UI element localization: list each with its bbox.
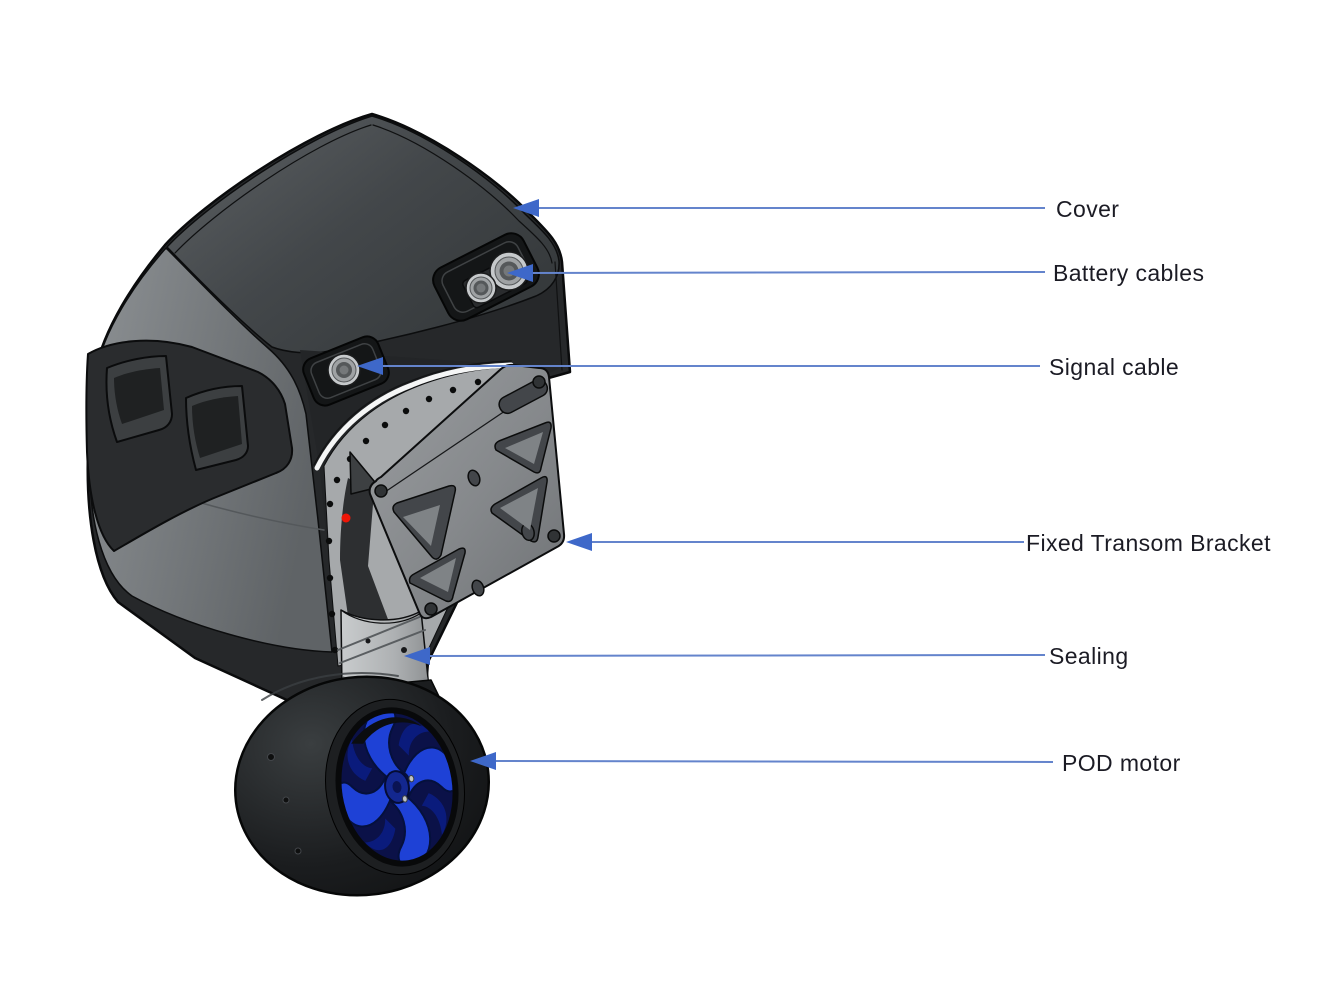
callout-label: POD motor bbox=[1062, 750, 1181, 776]
handle-window-inner bbox=[114, 368, 164, 424]
battery-gland-large bbox=[490, 252, 528, 290]
callout-sealing: Sealing bbox=[404, 643, 1129, 669]
callout-arrowhead bbox=[357, 357, 383, 375]
red-indicator-dot bbox=[341, 513, 351, 523]
hub-screw bbox=[409, 775, 415, 782]
callout-label: Fixed Transom Bracket bbox=[1026, 530, 1271, 556]
callout-arrowhead bbox=[404, 647, 430, 665]
sealing-seam bbox=[340, 630, 425, 663]
callout-pod-motor: POD motor bbox=[470, 750, 1181, 776]
callout-line bbox=[490, 761, 1053, 762]
callout-fixed-transom-bracket: Fixed Transom Bracket bbox=[566, 530, 1271, 556]
plate-recess bbox=[340, 478, 392, 644]
plate-rim-highlight bbox=[317, 365, 511, 468]
duct-screws bbox=[268, 754, 302, 855]
signal-cable-gland bbox=[300, 333, 393, 409]
bracket-cutout-thickness bbox=[403, 432, 543, 592]
callout-label: Signal cable bbox=[1049, 354, 1179, 380]
handle-window-inner bbox=[192, 396, 242, 458]
motor-unit bbox=[86, 114, 570, 910]
pod-motor bbox=[223, 662, 502, 909]
callout-arrowhead bbox=[470, 752, 496, 770]
hub-screw bbox=[402, 795, 408, 802]
duct-top-highlight bbox=[262, 673, 398, 700]
handle-recess bbox=[86, 341, 292, 551]
battery-gland-small bbox=[466, 273, 496, 303]
sealing-seam bbox=[338, 616, 422, 650]
cover-seam-right bbox=[373, 125, 552, 263]
blade-dark-accent bbox=[351, 717, 422, 744]
cover-seam-left bbox=[175, 125, 371, 253]
callout-label: Cover bbox=[1056, 196, 1119, 222]
callout-battery-cables: Battery cables bbox=[507, 260, 1204, 286]
callout-arrowhead bbox=[566, 533, 592, 551]
callout-arrowhead bbox=[507, 264, 533, 282]
callout-cover: Cover bbox=[513, 196, 1119, 222]
callout-signal-cable: Signal cable bbox=[357, 354, 1179, 380]
callout-line bbox=[424, 655, 1045, 656]
transom-bracket bbox=[370, 365, 565, 618]
plate-bolts bbox=[325, 371, 506, 654]
callout-line bbox=[527, 272, 1045, 273]
battery-cables-glands bbox=[428, 228, 543, 325]
callout-arrowhead bbox=[513, 199, 539, 217]
callout-label: Battery cables bbox=[1053, 260, 1204, 286]
cover-right-edge-line bbox=[555, 262, 562, 370]
propeller-blade-shadows bbox=[347, 723, 447, 851]
bracket-corner-holes bbox=[375, 376, 560, 615]
callout-label: Sealing bbox=[1049, 643, 1129, 669]
